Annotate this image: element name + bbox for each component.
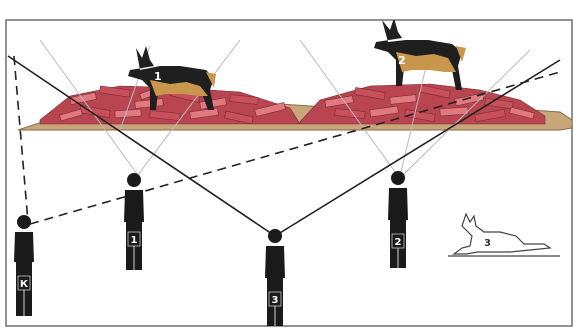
standing-person-icon: 2 <box>388 171 408 268</box>
lying-dog-outline-icon <box>448 212 560 257</box>
german-shepherd-icon: 2 <box>374 20 466 90</box>
dog-three-label: 3 <box>484 238 491 249</box>
handler-lines <box>7 55 561 237</box>
person-two-label: 2 <box>395 237 402 248</box>
person-three-label: 3 <box>272 295 279 306</box>
german-shepherd-icon: 1 <box>128 46 216 110</box>
person-one-label: 1 <box>131 235 138 246</box>
dog-one-label: 1 <box>154 70 162 83</box>
standing-person-icon: К <box>14 215 34 316</box>
dog-two-label: 2 <box>398 54 406 67</box>
standing-person-icon: 3 <box>265 229 285 326</box>
person-k-label: К <box>20 279 29 290</box>
standing-person-icon: 1 <box>124 173 144 270</box>
frame-border <box>5 19 573 327</box>
scent-lines <box>39 39 531 181</box>
